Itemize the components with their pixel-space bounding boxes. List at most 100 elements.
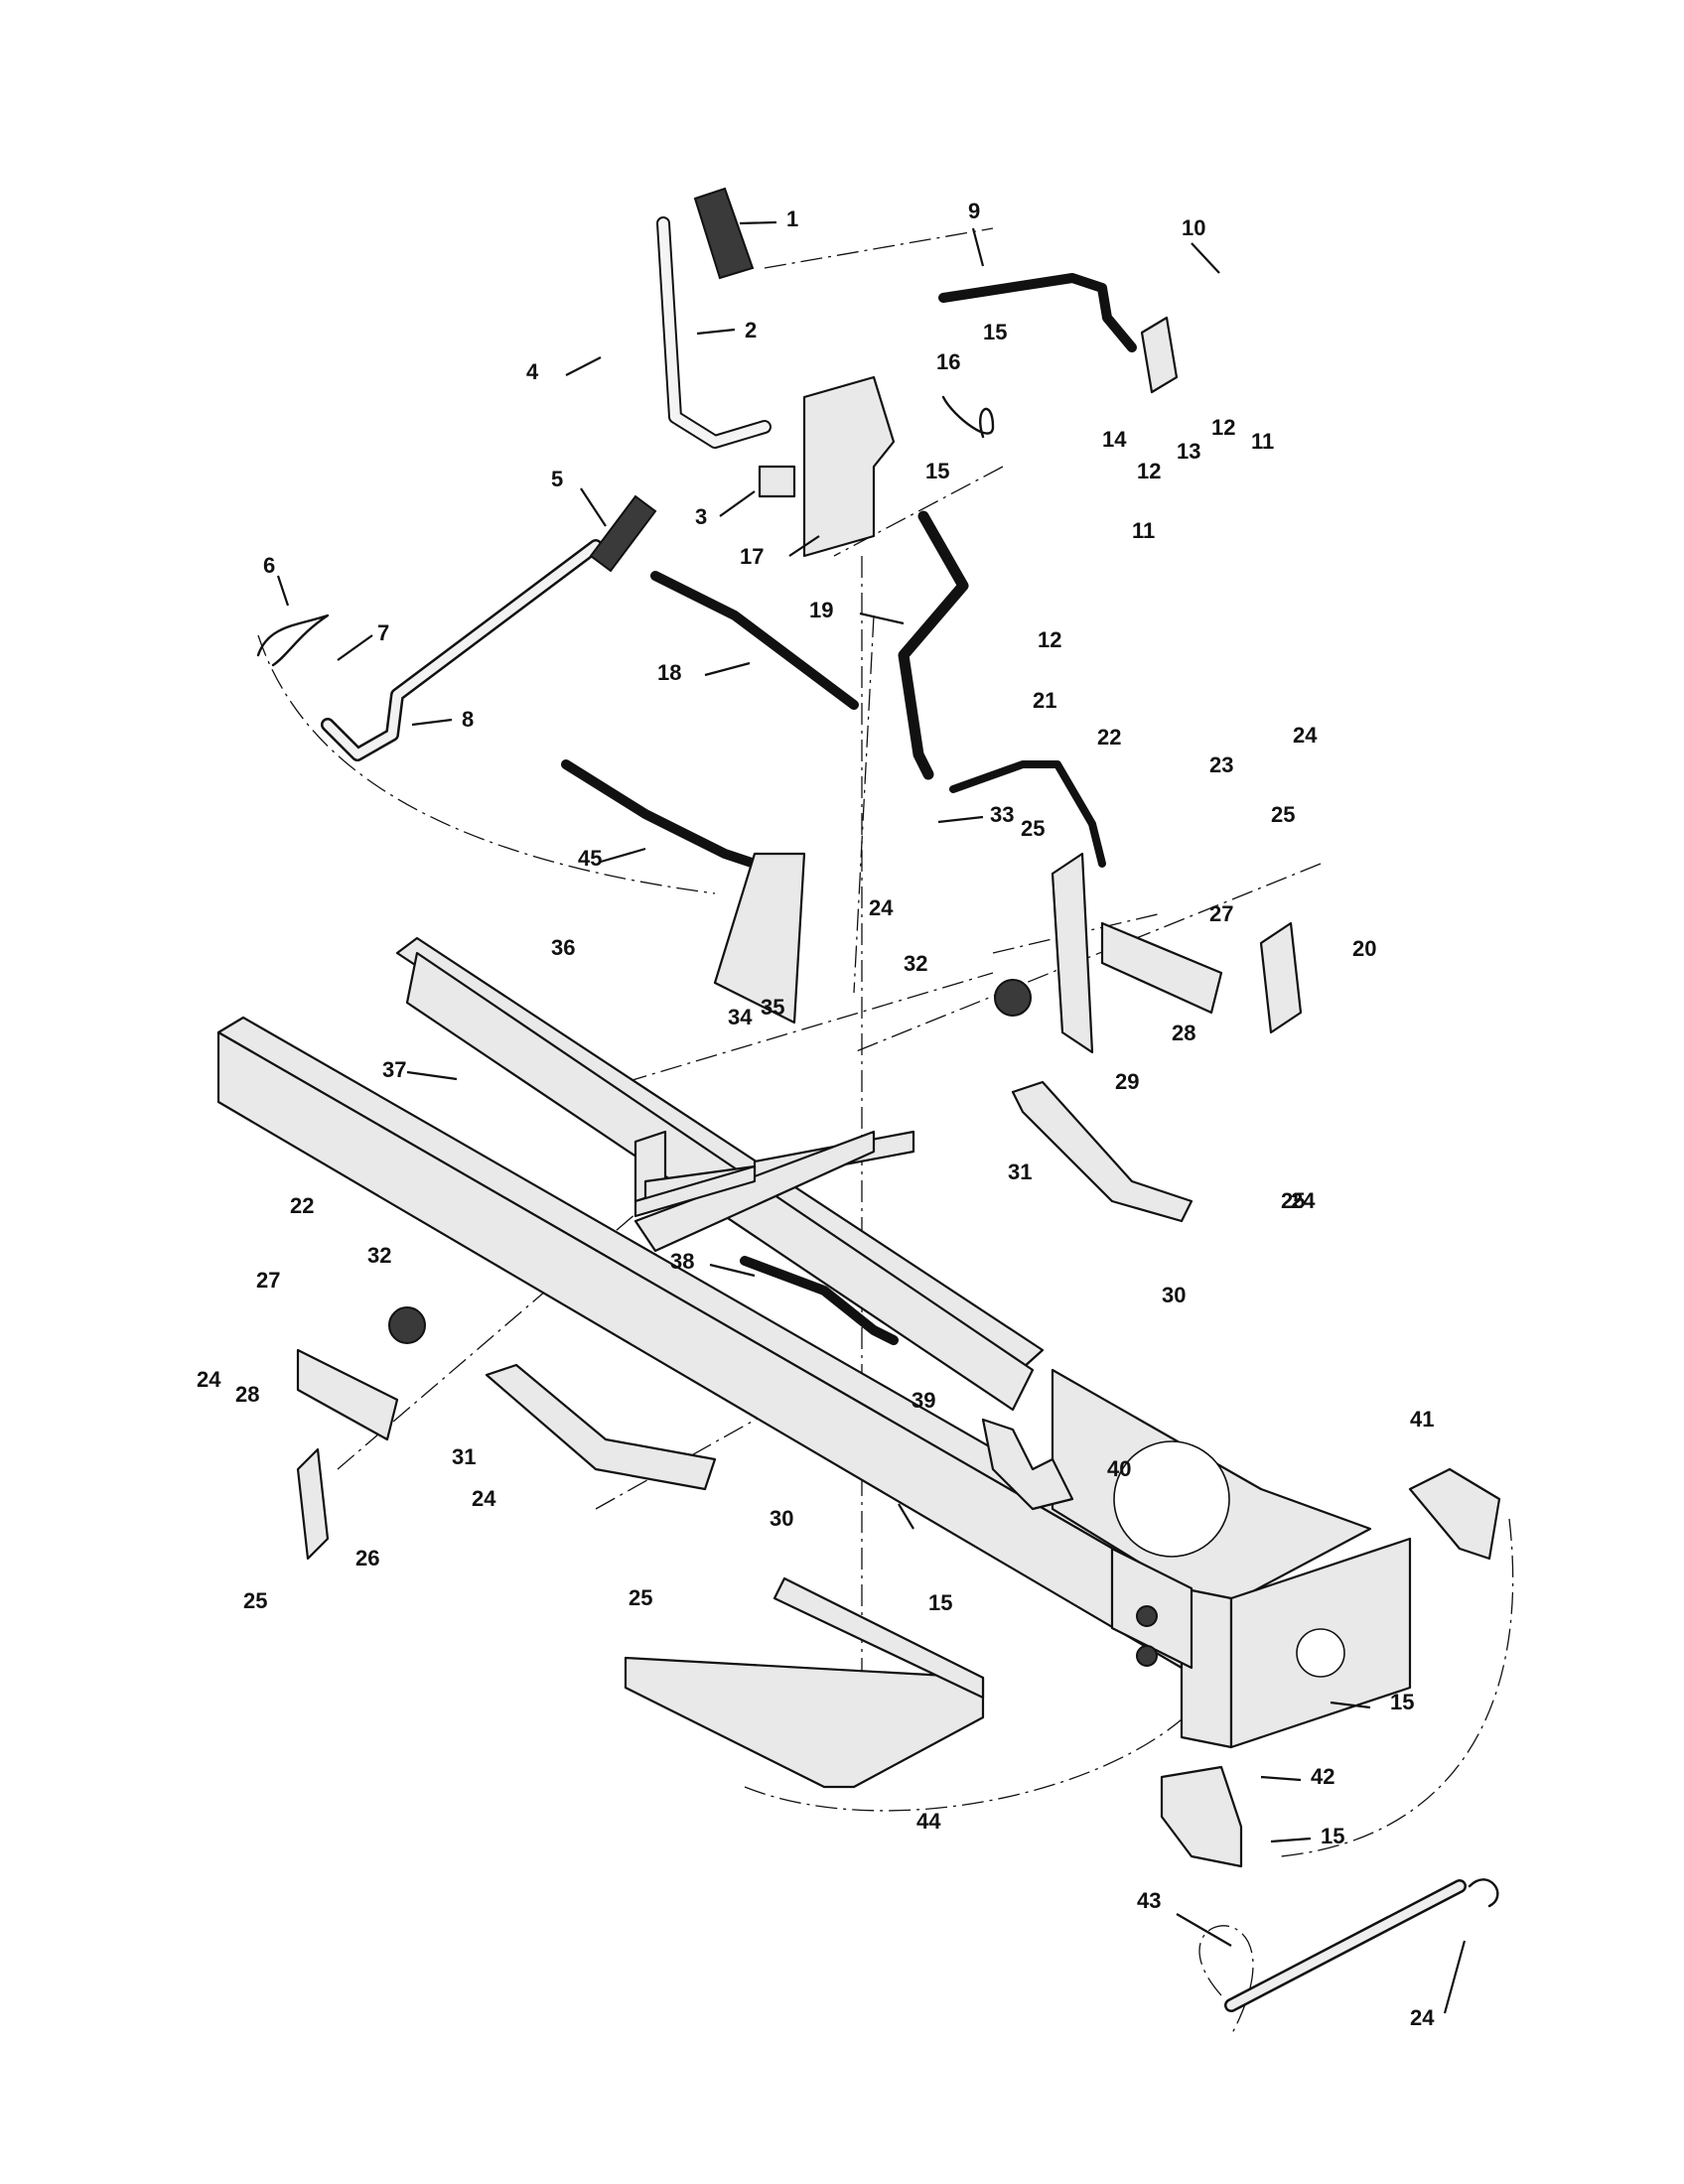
link-31-upper: [1011, 1080, 1193, 1223]
callout-34: 34: [728, 1005, 753, 1029]
hairpin-24: [1468, 1878, 1499, 1908]
spring-45: [561, 759, 760, 869]
callout-16: 16: [936, 349, 960, 374]
callout-25c: 25: [243, 1588, 267, 1613]
callout-15e: 15: [1321, 1824, 1344, 1848]
spring-38: [740, 1256, 899, 1345]
callout-12a: 12: [1211, 415, 1235, 440]
callout-11a: 11: [1251, 429, 1274, 454]
callout-25e: 25: [1281, 1188, 1305, 1213]
spring-16: [941, 395, 995, 439]
callout-43: 43: [1137, 1888, 1161, 1913]
callout-41: 41: [1410, 1407, 1434, 1432]
axle-35-lower: [633, 1164, 757, 1218]
callout-8: 8: [462, 707, 474, 732]
callout-24d: 24: [472, 1486, 496, 1511]
callout-15a: 15: [983, 320, 1007, 344]
grip-5: [589, 494, 657, 573]
rod-43-fill: [1226, 1881, 1465, 2010]
callout-3: 3: [695, 504, 707, 529]
callout-31b: 31: [452, 1444, 476, 1469]
callout-15d: 15: [1390, 1690, 1414, 1714]
spring-6: [256, 614, 330, 667]
callout-28a: 28: [1172, 1021, 1195, 1045]
callout-36: 36: [551, 935, 575, 960]
bracket-27-lower: [296, 1348, 399, 1441]
frame-assembly: [216, 936, 1412, 1749]
callout-31a: 31: [1008, 1160, 1032, 1184]
callout-28b: 28: [235, 1382, 259, 1407]
pivot-plate-29: [1051, 852, 1094, 1054]
callout-18: 18: [657, 660, 681, 685]
callout-40: 40: [1107, 1456, 1131, 1481]
link-20: [1259, 921, 1303, 1034]
callout-labels: 1 2 3 4 5 6 7 8 9 10 11 11 12 12 12 13 1…: [197, 199, 1435, 2030]
callout-24c: 24: [197, 1367, 221, 1392]
callout-20: 20: [1352, 936, 1376, 961]
callout-17: 17: [740, 544, 764, 569]
callout-22b: 22: [290, 1193, 314, 1218]
callout-12c: 12: [1038, 627, 1061, 652]
callout-25b: 25: [1271, 802, 1295, 827]
callout-15b: 15: [925, 459, 949, 483]
callout-15c: 15: [928, 1590, 952, 1615]
lift-link-19: [898, 510, 969, 780]
callout-33: 33: [990, 802, 1014, 827]
callout-12b: 12: [1137, 459, 1161, 483]
callout-29: 29: [1115, 1069, 1139, 1094]
callout-32b: 32: [367, 1243, 391, 1268]
callout-9: 9: [968, 199, 980, 223]
handle-8-fill: [323, 541, 601, 759]
callout-38: 38: [670, 1249, 694, 1274]
axle-35: [633, 1130, 876, 1253]
spring-18: [650, 571, 859, 710]
callout-2: 2: [745, 318, 757, 342]
drawbar-44-upper: [772, 1576, 985, 1700]
bracket-27-upper: [1100, 921, 1223, 1015]
callout-35: 35: [761, 995, 784, 1020]
callout-44: 44: [916, 1809, 941, 1834]
link-31-lower: [485, 1363, 717, 1491]
callout-4: 4: [526, 359, 539, 384]
bracket-42: [1160, 1765, 1243, 1868]
callout-19: 19: [809, 598, 833, 622]
callout-26: 26: [355, 1546, 379, 1570]
leader-lines: [276, 220, 1467, 2014]
link-26: [296, 1447, 330, 1561]
callout-10: 10: [1182, 215, 1205, 240]
callout-30b: 30: [770, 1506, 793, 1531]
lever-bracket: [802, 375, 896, 558]
callout-24a: 24: [1293, 723, 1318, 748]
bracket-41: [1408, 1467, 1501, 1561]
callout-7: 7: [377, 620, 389, 645]
callout-24f: 24: [1410, 2005, 1435, 2030]
callout-24e: 24: [1291, 1188, 1316, 1213]
mounting-plate: [758, 465, 796, 498]
callout-5: 5: [551, 467, 563, 491]
drawbar-44: [624, 1656, 985, 1789]
callout-13: 13: [1177, 439, 1200, 464]
callout-39: 39: [912, 1388, 935, 1413]
callout-23: 23: [1209, 752, 1233, 777]
callout-1: 1: [786, 206, 798, 231]
lift-handle: [656, 187, 772, 449]
bushing-32-upper: [994, 979, 1032, 1017]
bracket-40: [981, 1418, 1074, 1511]
callout-32a: 32: [904, 951, 927, 976]
callout-45: 45: [578, 846, 602, 871]
callout-25a: 25: [1021, 816, 1045, 841]
callout-14: 14: [1102, 427, 1127, 452]
lift-link-9: [938, 273, 1137, 352]
bushing-32-lower: [388, 1306, 426, 1344]
callout-42: 42: [1311, 1764, 1334, 1789]
callout-25d: 25: [629, 1585, 652, 1610]
callout-37: 37: [382, 1057, 406, 1082]
callout-27b: 27: [256, 1268, 280, 1293]
callout-22a: 22: [1097, 725, 1121, 750]
callout-27a: 27: [1209, 901, 1233, 926]
callout-30a: 30: [1162, 1283, 1186, 1307]
callout-24b: 24: [869, 895, 894, 920]
plate-13: [1140, 316, 1179, 394]
callout-21: 21: [1033, 688, 1056, 713]
